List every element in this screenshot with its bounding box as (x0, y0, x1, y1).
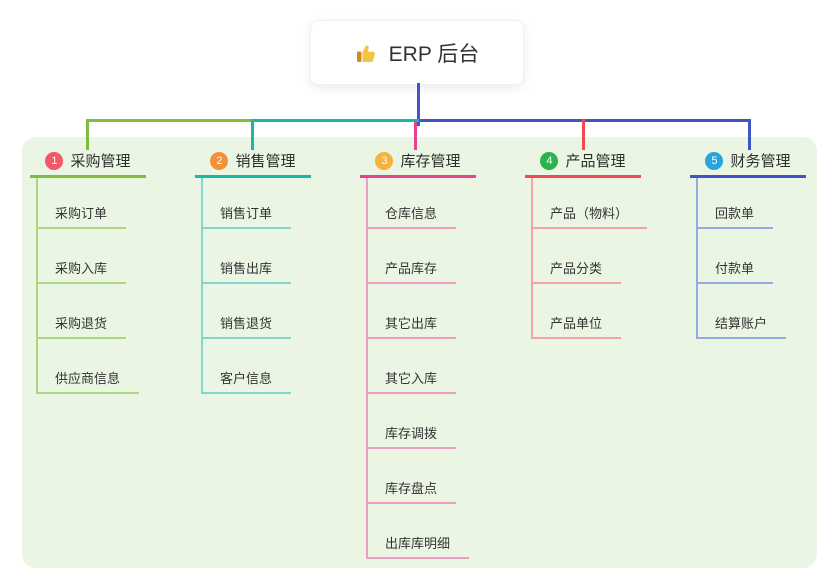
child-node[interactable]: 回款单 (698, 203, 774, 229)
child-row: 回款单 (698, 178, 806, 229)
child-node[interactable]: 产品单位 (533, 313, 622, 339)
branch-drop-line-finance (748, 119, 751, 150)
child-node[interactable]: 产品库存 (368, 258, 457, 284)
branch-children-product: 产品（物料） 产品分类 产品单位 (531, 178, 648, 339)
child-node[interactable]: 仓库信息 (368, 203, 457, 229)
child-node[interactable]: 其它出库 (368, 313, 457, 339)
child-row: 产品库存 (368, 229, 476, 284)
child-row: 产品（物料） (533, 178, 648, 229)
branch-number-badge: 3 (375, 151, 394, 170)
branch-node-product[interactable]: 4 产品管理 (525, 146, 641, 178)
root-node-label: ERP 后台 (388, 42, 480, 66)
branch-node-label: 产品管理 (565, 153, 626, 170)
branch-drop-line-sales (251, 119, 254, 150)
branch-number-badge: 1 (45, 151, 64, 170)
child-node[interactable]: 采购入库 (38, 258, 127, 284)
branches-background-panel (22, 137, 817, 568)
branch-drop-line-inventory (414, 121, 417, 150)
child-node[interactable]: 库存调拨 (368, 423, 457, 449)
branch-finance: 5 财务管理 回款单 付款单 结算账户 (690, 146, 806, 339)
branch-node-inventory[interactable]: 3 库存管理 (360, 146, 476, 178)
branch-children-purchase: 采购订单 采购入库 采购退货 供应商信息 (36, 178, 146, 394)
branch-node-finance[interactable]: 5 财务管理 (690, 146, 806, 178)
child-row: 仓库信息 (368, 178, 476, 229)
child-row: 产品单位 (533, 284, 641, 339)
connector-segment-finance (419, 119, 751, 122)
child-row: 出库库明细 (368, 504, 476, 559)
root-connector-line (417, 83, 420, 126)
child-node[interactable]: 销售退货 (203, 313, 292, 339)
root-node[interactable]: ERP 后台 (310, 20, 524, 85)
branch-purchase: 1 采购管理 采购订单 采购入库 采购退货 供应商信息 (30, 146, 146, 394)
child-node[interactable]: 采购退货 (38, 313, 127, 339)
child-row: 库存盘点 (368, 449, 476, 504)
child-row: 销售订单 (203, 178, 311, 229)
branch-children-sales: 销售订单 销售出库 销售退货 客户信息 (201, 178, 311, 394)
child-node[interactable]: 库存盘点 (368, 478, 457, 504)
child-node[interactable]: 产品分类 (533, 258, 622, 284)
branch-number-badge: 5 (705, 151, 724, 170)
child-row: 供应商信息 (38, 339, 146, 394)
child-node[interactable]: 销售订单 (203, 203, 292, 229)
branch-drop-line-product (582, 119, 585, 150)
child-node[interactable]: 采购订单 (38, 203, 127, 229)
child-node[interactable]: 付款单 (698, 258, 774, 284)
child-row: 产品分类 (533, 229, 641, 284)
child-row: 采购订单 (38, 178, 146, 229)
child-node[interactable]: 出库库明细 (368, 533, 470, 559)
branch-children-finance: 回款单 付款单 结算账户 (696, 178, 806, 339)
branch-node-label: 采购管理 (70, 153, 131, 170)
child-row: 其它出库 (368, 284, 476, 339)
child-row: 采购入库 (38, 229, 146, 284)
branch-node-purchase[interactable]: 1 采购管理 (30, 146, 146, 178)
child-node[interactable]: 供应商信息 (38, 368, 140, 394)
child-row: 销售出库 (203, 229, 311, 284)
child-row: 其它入库 (368, 339, 476, 394)
branch-drop-line-purchase (86, 119, 89, 150)
child-node[interactable]: 其它入库 (368, 368, 457, 394)
branch-inventory: 3 库存管理 仓库信息 产品库存 其它出库 其它入库 库存调拨 库存盘点 出库库… (360, 146, 476, 559)
branch-node-label: 销售管理 (235, 153, 296, 170)
child-row: 客户信息 (203, 339, 311, 394)
child-row: 销售退货 (203, 284, 311, 339)
connector-segment-purchase (87, 119, 253, 122)
child-row: 库存调拨 (368, 394, 476, 449)
child-row: 付款单 (698, 229, 806, 284)
branch-number-badge: 4 (540, 151, 559, 170)
branch-sales: 2 销售管理 销售订单 销售出库 销售退货 客户信息 (195, 146, 311, 394)
child-row: 结算账户 (698, 284, 806, 339)
thumbs-up-icon (356, 45, 375, 62)
branch-product: 4 产品管理 产品（物料） 产品分类 产品单位 (525, 146, 648, 339)
child-node[interactable]: 客户信息 (203, 368, 292, 394)
branch-node-sales[interactable]: 2 销售管理 (195, 146, 311, 178)
branch-node-label: 财务管理 (730, 153, 791, 170)
child-node[interactable]: 结算账户 (698, 313, 787, 339)
branch-children-inventory: 仓库信息 产品库存 其它出库 其它入库 库存调拨 库存盘点 出库库明细 (366, 178, 476, 559)
connector-segment-sales (253, 119, 419, 122)
branch-number-badge: 2 (210, 151, 229, 170)
child-row: 采购退货 (38, 284, 146, 339)
child-node[interactable]: 销售出库 (203, 258, 292, 284)
child-node[interactable]: 产品（物料） (533, 203, 648, 229)
branch-node-label: 库存管理 (400, 153, 461, 170)
